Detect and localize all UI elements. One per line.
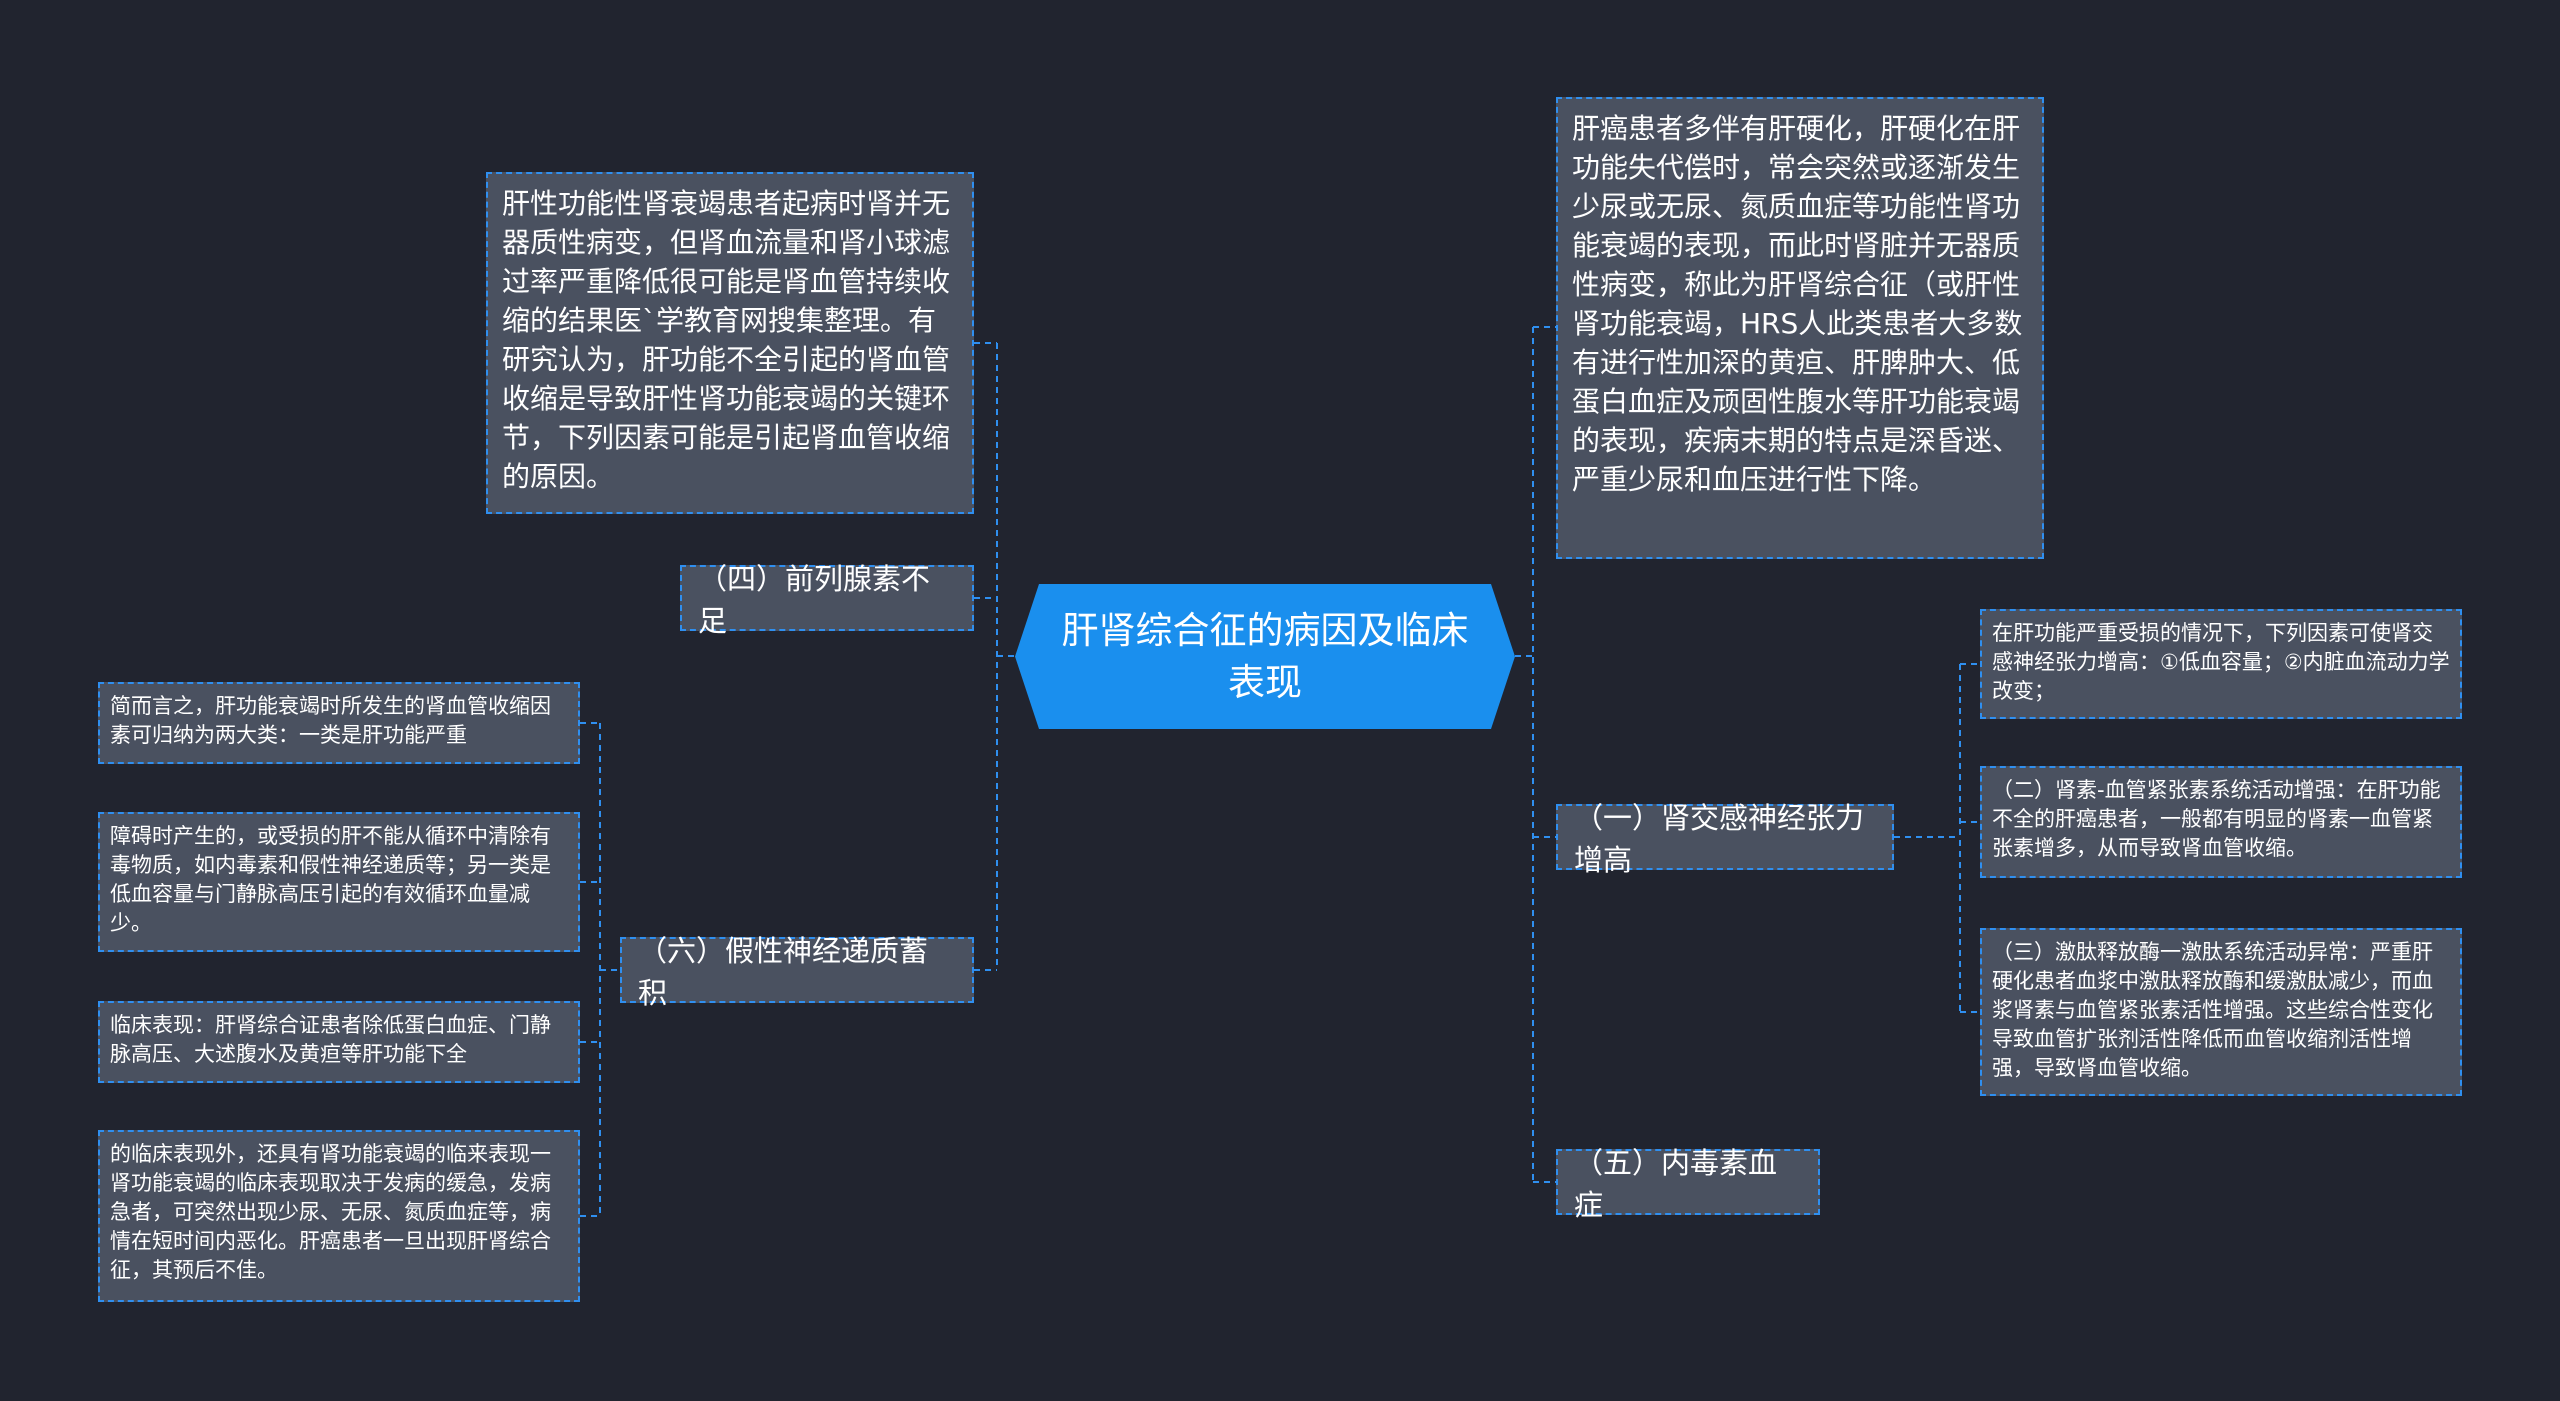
branch-4-label: （四）前列腺素不足	[698, 562, 931, 638]
branch-6-child-3-text: 临床表现：肝肾综合证患者除低蛋白血症、门静脉高压、大述腹水及黄疸等肝功能下全	[110, 1013, 551, 1066]
branch-1-child-2[interactable]: （二）肾素-血管紧张素系统活动增强：在肝功能不全的肝癌患者，一般都有明显的肾素一…	[1980, 766, 2462, 878]
root-label: 肝肾综合征的病因及临床表现	[1061, 608, 1469, 704]
branch-6-node[interactable]: （六）假性神经递质蓄积	[620, 934, 974, 1010]
right-intro-text: 肝癌患者多伴有肝硬化，肝硬化在肝功能失代偿时，常会突然或逐渐发生少尿或无尿、氮质…	[1572, 112, 2023, 496]
branch-6-child-1-text: 简而言之，肝功能衰竭时所发生的肾血管收缩因素可归纳为两大类：一类是肝功能严重	[110, 694, 551, 747]
branch-1-child-3[interactable]: （三）激肽释放酶一激肽系统活动异常：严重肝硬化患者血浆中激肽释放酶和缓激肽减少，…	[1980, 928, 2462, 1096]
branch-1-child-3-text: （三）激肽释放酶一激肽系统活动异常：严重肝硬化患者血浆中激肽释放酶和缓激肽减少，…	[1992, 940, 2433, 1080]
branch-1-child-1[interactable]: 在肝功能严重受损的情况下，下列因素可使肾交感神经张力增高：①低血容量；②内脏血流…	[1980, 609, 2462, 719]
branch-6-label: （六）假性神经递质蓄积	[638, 934, 929, 1010]
right-intro-node[interactable]: 肝癌患者多伴有肝硬化，肝硬化在肝功能失代偿时，常会突然或逐渐发生少尿或无尿、氮质…	[1556, 97, 2044, 559]
branch-4-node[interactable]: （四）前列腺素不足	[680, 562, 974, 638]
branch-6-child-3[interactable]: 临床表现：肝肾综合证患者除低蛋白血症、门静脉高压、大述腹水及黄疸等肝功能下全	[98, 1001, 580, 1083]
left-intro-node[interactable]: 肝性功能性肾衰竭患者起病时肾并无器质性病变，但肾血流量和肾小球滤过率严重降低很可…	[486, 172, 974, 514]
root-node[interactable]: 肝肾综合征的病因及临床表现	[1015, 584, 1515, 729]
branch-1-node[interactable]: （一）肾交感神经张力增高	[1556, 801, 1894, 877]
branch-6-child-2-text: 障碍时产生的，或受损的肝不能从循环中清除有毒物质，如内毒素和假性神经递质等；另一…	[110, 824, 551, 935]
branch-6-child-2[interactable]: 障碍时产生的，或受损的肝不能从循环中清除有毒物质，如内毒素和假性神经递质等；另一…	[98, 812, 580, 952]
branch-1-child-2-text: （二）肾素-血管紧张素系统活动增强：在肝功能不全的肝癌患者，一般都有明显的肾素一…	[1992, 778, 2441, 860]
branch-5-node[interactable]: （五）内毒素血症	[1556, 1146, 1820, 1222]
branch-6-child-1[interactable]: 简而言之，肝功能衰竭时所发生的肾血管收缩因素可归纳为两大类：一类是肝功能严重	[98, 682, 580, 764]
branch-1-label: （一）肾交感神经张力增高	[1574, 801, 1865, 877]
branch-6-child-4-text: 的临床表现外，还具有肾功能衰竭的临来表现一肾功能衰竭的临床表现取决于发病的缓急，…	[110, 1142, 551, 1282]
branch-6-child-4[interactable]: 的临床表现外，还具有肾功能衰竭的临来表现一肾功能衰竭的临床表现取决于发病的缓急，…	[98, 1130, 580, 1302]
left-intro-text: 肝性功能性肾衰竭患者起病时肾并无器质性病变，但肾血流量和肾小球滤过率严重降低很可…	[502, 187, 951, 493]
branch-5-label: （五）内毒素血症	[1574, 1146, 1778, 1222]
branch-1-child-1-text: 在肝功能严重受损的情况下，下列因素可使肾交感神经张力增高：①低血容量；②内脏血流…	[1992, 621, 2450, 703]
